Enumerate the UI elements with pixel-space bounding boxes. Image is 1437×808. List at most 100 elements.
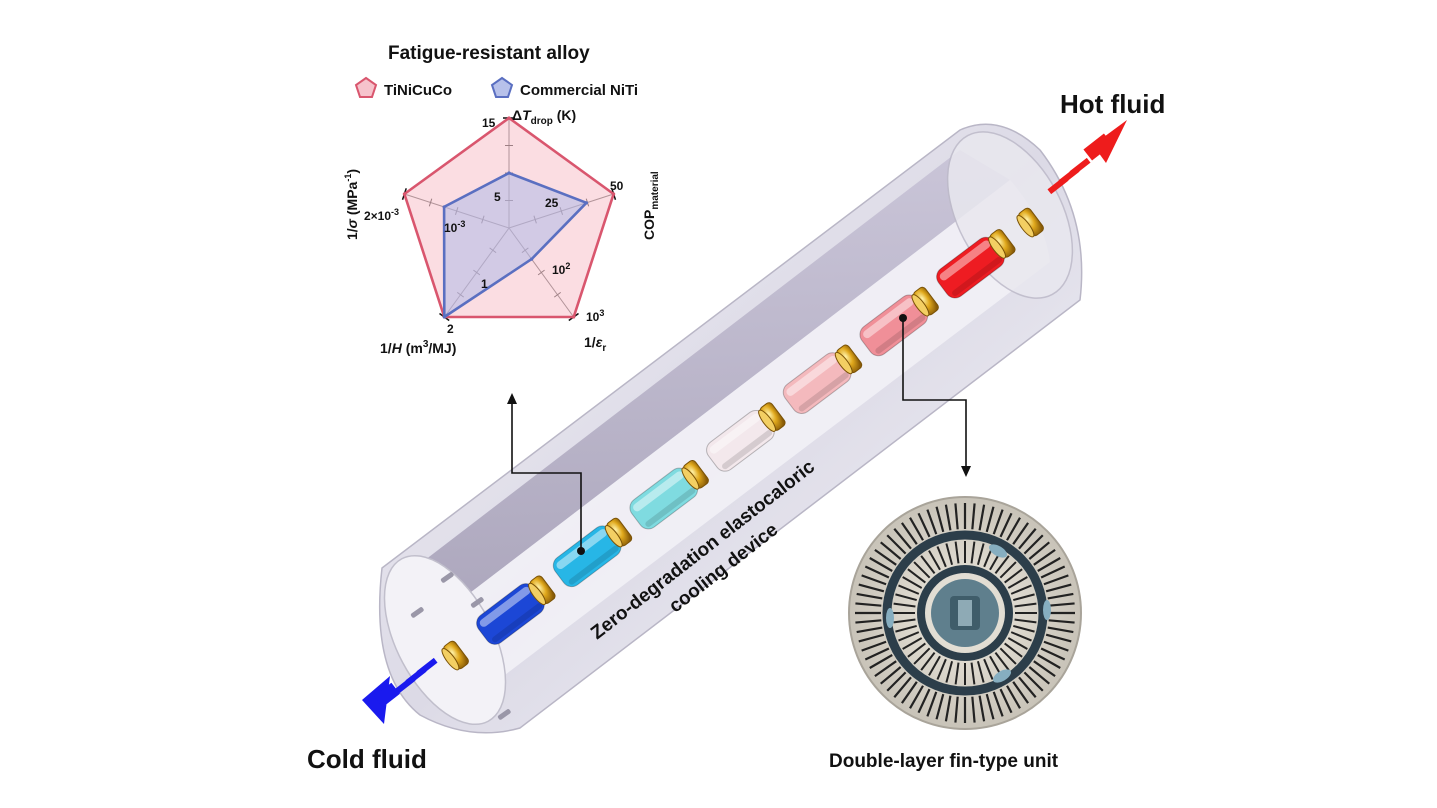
regenerator-segments: [441, 207, 1044, 671]
outer-fin: [917, 512, 931, 538]
outer-fin: [861, 640, 887, 652]
inner-fin: [913, 561, 931, 579]
hot-fluid-arrow: [1047, 120, 1127, 195]
inner-fin: [1013, 624, 1035, 633]
outer-fin: [1023, 671, 1044, 692]
outer-fin: [999, 512, 1013, 538]
cap-slot: [470, 597, 484, 608]
tick-dt-mid: 5: [494, 190, 501, 204]
outer-fin: [864, 565, 890, 579]
inner-fin: [1014, 602, 1037, 608]
inner-fin: [999, 647, 1017, 665]
axis-dt-pre: Δ: [512, 107, 522, 123]
regenerator-segment: [936, 236, 1005, 299]
inner-fin: [895, 624, 917, 633]
axis-title-h: 1/H (m3/MJ): [380, 339, 456, 356]
outer-fin: [1028, 666, 1050, 685]
outer-fin: [901, 681, 918, 704]
legend-marker-niti: [490, 76, 514, 98]
cap-slot: [497, 709, 511, 720]
segment-connector: [681, 460, 709, 490]
axis-sigma-post-sup: -1: [343, 174, 353, 182]
inner-fin: [945, 661, 954, 683]
outer-fin: [971, 696, 976, 723]
radar-point: [584, 201, 589, 205]
inner-fin: [970, 662, 976, 685]
axis-h-post-a: (m: [402, 340, 423, 356]
tick-strain-max: 103: [586, 308, 604, 324]
inner-fin: [999, 561, 1017, 579]
inner-fin: [907, 642, 926, 658]
cap-slot: [410, 607, 424, 618]
inner-fin: [954, 541, 960, 564]
inner-fin: [902, 576, 923, 589]
radar-point: [507, 171, 511, 175]
outer-fin: [978, 695, 986, 722]
axis-cop-pre: COP: [641, 210, 657, 240]
segment-connector: [988, 229, 1016, 259]
inner-fin: [945, 543, 954, 565]
outer-fin: [893, 676, 912, 698]
axis-sigma-sym: σ: [344, 218, 360, 228]
outer-fin: [893, 528, 912, 550]
inner-fin: [893, 602, 916, 608]
outer-fin: [1006, 685, 1021, 709]
hot-flow-dash: [1069, 157, 1091, 177]
axis-sigma-pre: 1/: [344, 228, 360, 240]
outer-fin: [909, 517, 924, 541]
outer-fin: [858, 583, 885, 593]
outer-fin: [1033, 549, 1056, 566]
axis-h-sym: H: [392, 340, 403, 356]
inner-fin: [983, 658, 994, 680]
segment-connector: [758, 402, 786, 432]
inner-fin: [994, 555, 1010, 574]
inner-fin: [1010, 584, 1032, 595]
outer-fin: [1033, 660, 1056, 677]
hot-fluid-label: Hot fluid: [1060, 89, 1165, 119]
radar-point: [402, 192, 406, 196]
tick-dt-max: 15: [482, 116, 496, 130]
outer-fin: [926, 691, 938, 717]
outer-fin: [864, 647, 890, 661]
axis-strain-sub: r: [602, 343, 606, 354]
outer-fin: [1012, 522, 1029, 545]
outer-fin: [944, 695, 952, 722]
outer-fin: [985, 693, 995, 720]
outer-fin: [880, 666, 902, 685]
radar-chart: Fatigue-resistant alloy TiNiCuCo Commerc…: [343, 43, 661, 356]
outer-fin: [880, 541, 902, 560]
outer-fin: [954, 696, 959, 723]
tick-sigma-max-base: 2×10: [364, 209, 391, 223]
outer-fin: [1048, 602, 1075, 607]
outer-fin: [1028, 541, 1050, 560]
outer-fin: [917, 688, 931, 714]
svg-text:1/σ (MPa-1): 1/σ (MPa-1): [343, 169, 360, 240]
segment-connector: [834, 344, 863, 375]
outer-fin: [1043, 640, 1069, 652]
outer-fin: [1040, 647, 1066, 661]
cold-flow-dash: [416, 657, 438, 677]
outer-fin: [1012, 681, 1029, 704]
tick-cop-mid: 25: [545, 196, 559, 210]
outer-fin: [1018, 528, 1037, 550]
outer-fin: [855, 602, 882, 607]
callout-chart: [507, 393, 585, 555]
outer-fin: [944, 504, 952, 531]
tick-h-mid: 1: [481, 277, 488, 291]
tick-strain-max-exp: 3: [599, 308, 604, 318]
tick-strain-mid-exp: 2: [565, 261, 570, 271]
end-connector-left: [441, 640, 469, 671]
inner-fin: [928, 550, 941, 571]
outer-fin: [926, 509, 938, 535]
inner-fin: [954, 662, 960, 685]
outer-fin: [1037, 654, 1061, 669]
radar-tick: [428, 198, 433, 207]
outer-fin: [886, 671, 907, 692]
axis-dt-sym: T: [522, 107, 532, 123]
outer-fin: [999, 688, 1013, 714]
inner-fin: [920, 555, 936, 574]
inner-fin: [920, 652, 936, 671]
radar-point: [442, 315, 446, 319]
tick-strain-mid: 102: [552, 261, 570, 277]
